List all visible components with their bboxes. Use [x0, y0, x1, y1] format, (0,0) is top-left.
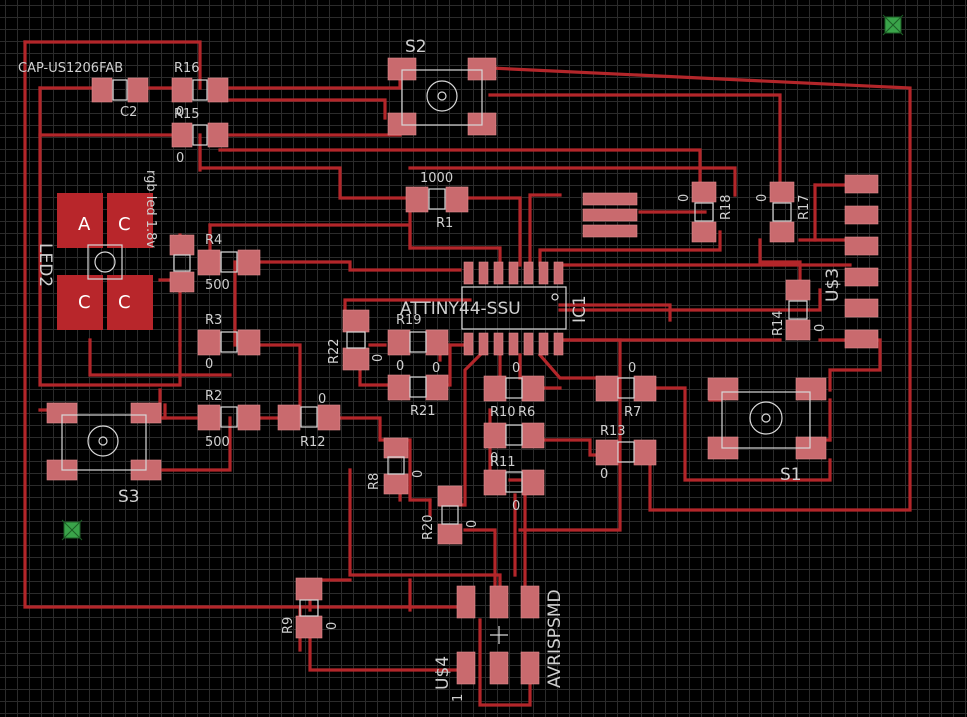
- resistor-r16[interactable]: R16 0: [171, 61, 229, 120]
- r19-value-label: 0: [396, 359, 404, 374]
- r22-value-label: 0: [371, 354, 386, 362]
- r7-name-label: R7: [624, 405, 641, 420]
- resistor-r18[interactable]: R18 0: [677, 181, 734, 243]
- r12-name-label: R12: [300, 435, 326, 450]
- led-value-label: rgb led 1.8v: [143, 170, 158, 248]
- r9-value-label: 0: [325, 622, 340, 630]
- led-pad-label-c1: C: [118, 214, 131, 235]
- r18-name-label: R18: [719, 194, 734, 220]
- resistor-r13[interactable]: R13 0: [595, 424, 657, 482]
- fiducial-top-right: [882, 14, 904, 36]
- r13-value-label: 0: [600, 467, 608, 482]
- us4-name-label: U$4: [433, 656, 453, 690]
- r14-value-label: 0: [813, 324, 828, 332]
- led-pad-label-a: A: [78, 214, 91, 235]
- r1-value-label: 1000: [420, 171, 453, 186]
- resistor-r3[interactable]: R3 0: [197, 313, 261, 372]
- led-pad-label-c3: C: [118, 292, 131, 313]
- s2-name-label: S2: [405, 37, 427, 57]
- r19-name-label: R19: [396, 313, 422, 328]
- resistor-r19[interactable]: R19 0: [387, 313, 449, 374]
- r17-value-label: 0: [755, 194, 770, 202]
- r1-name-label: R1: [436, 216, 453, 231]
- r11-name-label: R11: [490, 455, 516, 470]
- r6-value-label: 0: [490, 451, 498, 466]
- switch-s3[interactable]: S3: [46, 402, 162, 507]
- r3-value-label: 0: [205, 357, 213, 372]
- ic1-name-label: IC1: [570, 295, 590, 323]
- led-name-label: LED2: [35, 243, 55, 287]
- r10-name-label: R10: [490, 405, 516, 420]
- resistor-r6-label: R6: [518, 405, 535, 420]
- cap-value-label: CAP-US1206FAB: [18, 61, 123, 76]
- r3-name-label: R3: [205, 313, 222, 328]
- r15-value-label: 0: [176, 151, 184, 166]
- s3-name-label: S3: [118, 487, 140, 507]
- led-rgb-led2[interactable]: A C C C LED2 rgb led 1.8v: [35, 170, 158, 330]
- resistor-led-side[interactable]: [169, 234, 195, 293]
- r21-value-label: 0: [432, 361, 440, 376]
- r11-value-label: 0: [512, 499, 520, 514]
- resistor-r7[interactable]: R7 0: [595, 361, 657, 420]
- resistor-r22[interactable]: R22 0: [327, 309, 386, 371]
- r21-name-label: R21: [410, 404, 436, 419]
- switch-s2[interactable]: S2: [387, 37, 497, 136]
- s1-name-label: S1: [780, 465, 802, 485]
- resistor-r10[interactable]: R10 0: [483, 361, 545, 420]
- avr-name-label: AVRISPSMD: [545, 589, 565, 688]
- r18-value-label: 0: [677, 194, 692, 202]
- r12-value-label: 0: [318, 392, 326, 407]
- r20-value-label: 0: [465, 520, 480, 528]
- ic-ic1-attiny44[interactable]: ATTINY44-SSU IC1: [400, 261, 590, 356]
- r15-name-label: R15: [174, 107, 200, 122]
- r4-value-label: 500: [205, 278, 230, 293]
- r8-name-label: R8: [367, 473, 382, 490]
- resistor-r14[interactable]: R14 0: [771, 279, 828, 341]
- capacitor-c2[interactable]: CAP-US1206FAB C2: [18, 61, 149, 120]
- resistor-r2[interactable]: R2 500: [197, 389, 261, 450]
- resistor-r20[interactable]: R20 0: [421, 485, 480, 545]
- resistor-r21[interactable]: R21 0: [387, 361, 449, 419]
- resistor-r1[interactable]: 1000 R1: [405, 171, 469, 231]
- r14-name-label: R14: [771, 310, 786, 336]
- led-pad-label-c2: C: [78, 292, 91, 313]
- resistor-r9[interactable]: R9 0: [281, 577, 340, 639]
- r9-name-label: R9: [281, 617, 296, 634]
- resistor-r4[interactable]: R4 500: [197, 233, 261, 293]
- resistor-r8[interactable]: R8 0: [367, 437, 426, 495]
- smd-part-center[interactable]: [582, 192, 638, 238]
- connector-avrispsmd[interactable]: AVRISPSMD U$4 1: [433, 585, 565, 702]
- r4-name-label: R4: [205, 233, 222, 248]
- us3-name-label: U$3: [823, 268, 843, 302]
- resistor-r15[interactable]: R15 0: [171, 107, 229, 166]
- r22-name-label: R22: [327, 338, 342, 364]
- r16-value-label: 0: [176, 105, 184, 120]
- resistor-r17[interactable]: R17 0: [755, 181, 812, 243]
- r20-name-label: R20: [421, 514, 436, 540]
- r6-name-label: R6: [518, 405, 535, 420]
- r17-name-label: R17: [797, 194, 812, 220]
- resistor-r12[interactable]: R12 0: [277, 392, 341, 450]
- resistor-r6[interactable]: 0: [483, 422, 545, 466]
- resistor-r11[interactable]: R11 0: [483, 455, 545, 514]
- cap-name-label: C2: [120, 105, 137, 120]
- r16-name-label: R16: [174, 61, 200, 76]
- switch-s1[interactable]: S1: [707, 377, 827, 485]
- r13-name-label: R13: [600, 424, 626, 439]
- r10-value-label: 0: [512, 361, 520, 376]
- r8-value-label: 0: [411, 470, 426, 478]
- r2-value-label: 500: [205, 435, 230, 450]
- r2-name-label: R2: [205, 389, 222, 404]
- r7-value-label: 0: [628, 361, 636, 376]
- us4-value-label: 1: [451, 694, 466, 702]
- ic1-value-label: ATTINY44-SSU: [400, 299, 521, 319]
- fiducial-bottom-left: [61, 519, 83, 541]
- component-us3[interactable]: U$3: [823, 174, 879, 349]
